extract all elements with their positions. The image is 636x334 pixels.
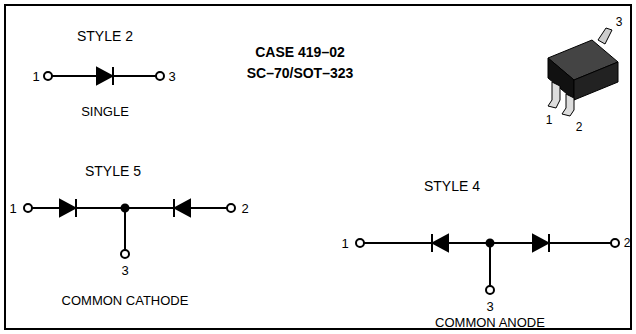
pin-number: 1 [546, 114, 553, 126]
pin-number: 3 [616, 16, 623, 28]
style-name: STYLE 2 [77, 29, 133, 43]
pin-number: 1 [32, 70, 39, 83]
pin-number: 2 [624, 237, 631, 249]
common-cathode-diodes [24, 199, 235, 258]
pin-number: 3 [168, 70, 175, 83]
configuration-name: SINGLE [81, 105, 129, 118]
case-number: CASE 419–02 [255, 45, 345, 59]
pin-number: 1 [341, 237, 348, 250]
package-illustration [548, 28, 618, 116]
package-name: SC–70/SOT–323 [247, 66, 354, 80]
common-anode-diodes [356, 234, 619, 294]
configuration-name: COMMON CATHODE [62, 294, 189, 307]
pin-number: 1 [9, 202, 16, 215]
pin-number: 3 [121, 264, 128, 277]
style-name: STYLE 4 [424, 179, 480, 193]
single-diode [44, 67, 164, 85]
frame [5, 5, 631, 329]
configuration-name: COMMON ANODE [435, 316, 545, 329]
style-name: STYLE 5 [85, 164, 141, 178]
pin-number: 2 [576, 121, 583, 133]
pin-number: 2 [241, 202, 248, 215]
pin-number: 3 [486, 300, 493, 313]
